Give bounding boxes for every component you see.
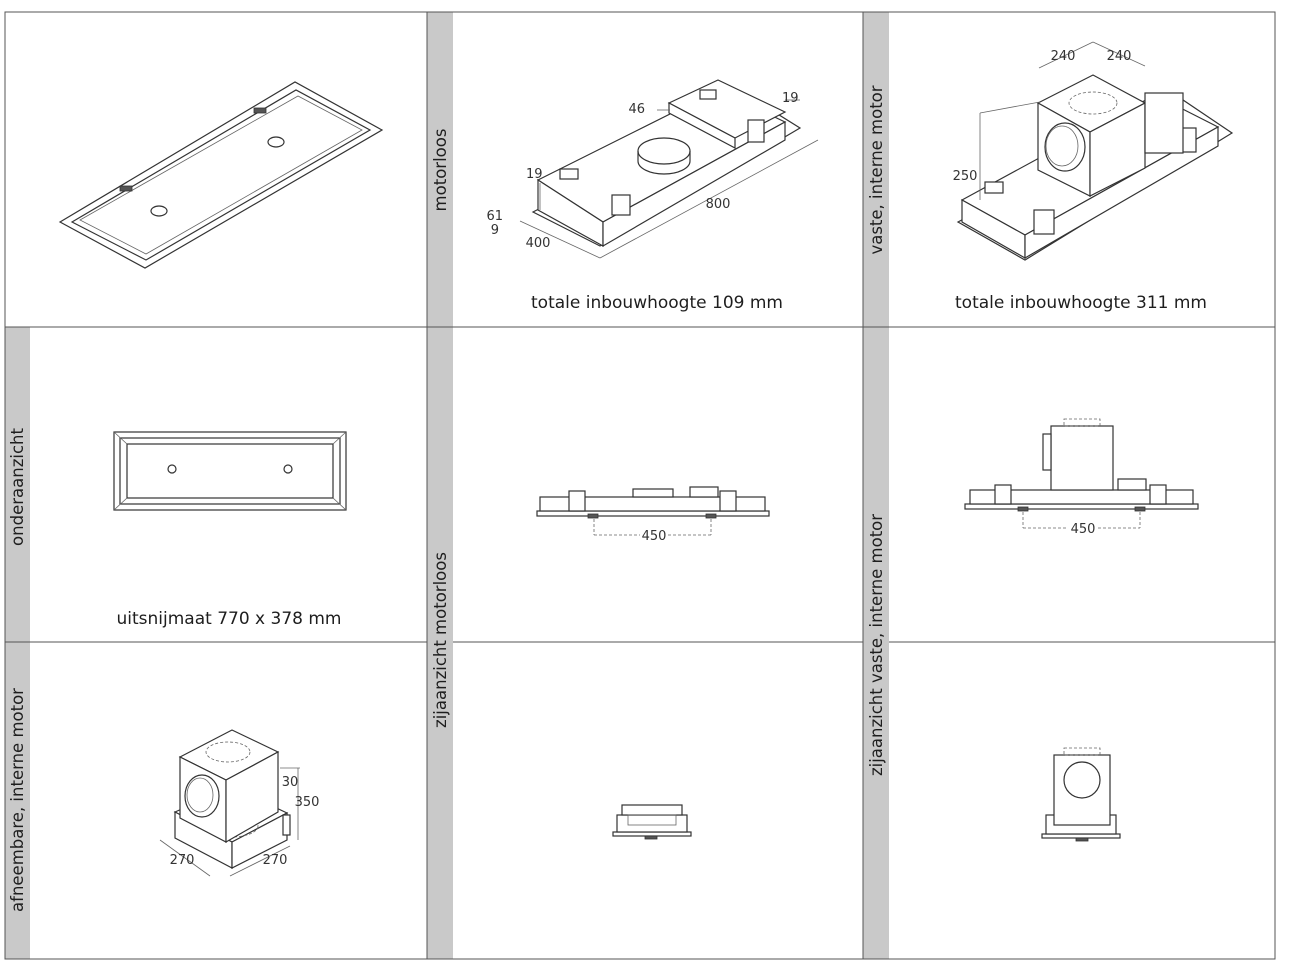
dim-240-left: 240 (1051, 49, 1076, 64)
dim-46: 46 (628, 102, 645, 117)
dim-270-right: 270 (263, 853, 288, 868)
dim-19-top: 19 (782, 91, 799, 106)
dim-9: 9 (491, 223, 499, 238)
label-side-fixed: zijaanzicht vaste, interne motor (867, 514, 886, 776)
dim-250: 250 (953, 169, 978, 184)
dim-350: 350 (295, 795, 320, 810)
front-view-fixed-drawing (1041, 747, 1121, 842)
label-removable-motor: afneembare, interne motor (8, 688, 27, 912)
dim-400: 400 (526, 236, 551, 251)
iso-removable-motor-drawing (159, 729, 300, 877)
dim-240-right: 240 (1107, 49, 1132, 64)
dim-450-fixed: 450 (1071, 522, 1096, 537)
iso-fixed-motor-drawing (956, 41, 1234, 261)
side-view-fixed-drawing (964, 418, 1199, 529)
dim-270-left: 270 (170, 853, 195, 868)
label-motorless: motorloos (431, 129, 450, 212)
iso-panel-drawing (58, 81, 384, 269)
label-bottom-view: onderaanzicht (8, 428, 27, 546)
label-strip-removable (5, 642, 30, 959)
label-strip-fixed (863, 12, 889, 327)
label-strip-side-fixed (863, 327, 889, 959)
side-view-motorless-drawing (536, 486, 770, 536)
label-side-motorless: zijaanzicht motorloos (431, 552, 450, 728)
front-view-motorless-drawing (612, 804, 692, 840)
table-grid (4, 11, 1276, 960)
dim-800: 800 (706, 197, 731, 212)
iso-motorless-drawing (519, 79, 819, 259)
caption-fixed-height: totale inbouwhoogte 311 mm (955, 293, 1207, 313)
dim-30: 30 (282, 775, 299, 790)
label-strip-bottom (5, 327, 30, 642)
dim-19-left: 19 (526, 167, 543, 182)
bottom-view-drawing (113, 431, 347, 511)
caption-cutout: uitsnijmaat 770 x 378 mm (117, 609, 342, 629)
label-strip-side-motorless (427, 327, 453, 959)
label-strip-motorless (427, 12, 453, 327)
caption-motorless-height: totale inbouwhoogte 109 mm (531, 293, 783, 313)
dim-450-motorless: 450 (642, 529, 667, 544)
dim-61: 61 (486, 209, 503, 224)
label-fixed-motor: vaste, interne motor (867, 85, 886, 254)
